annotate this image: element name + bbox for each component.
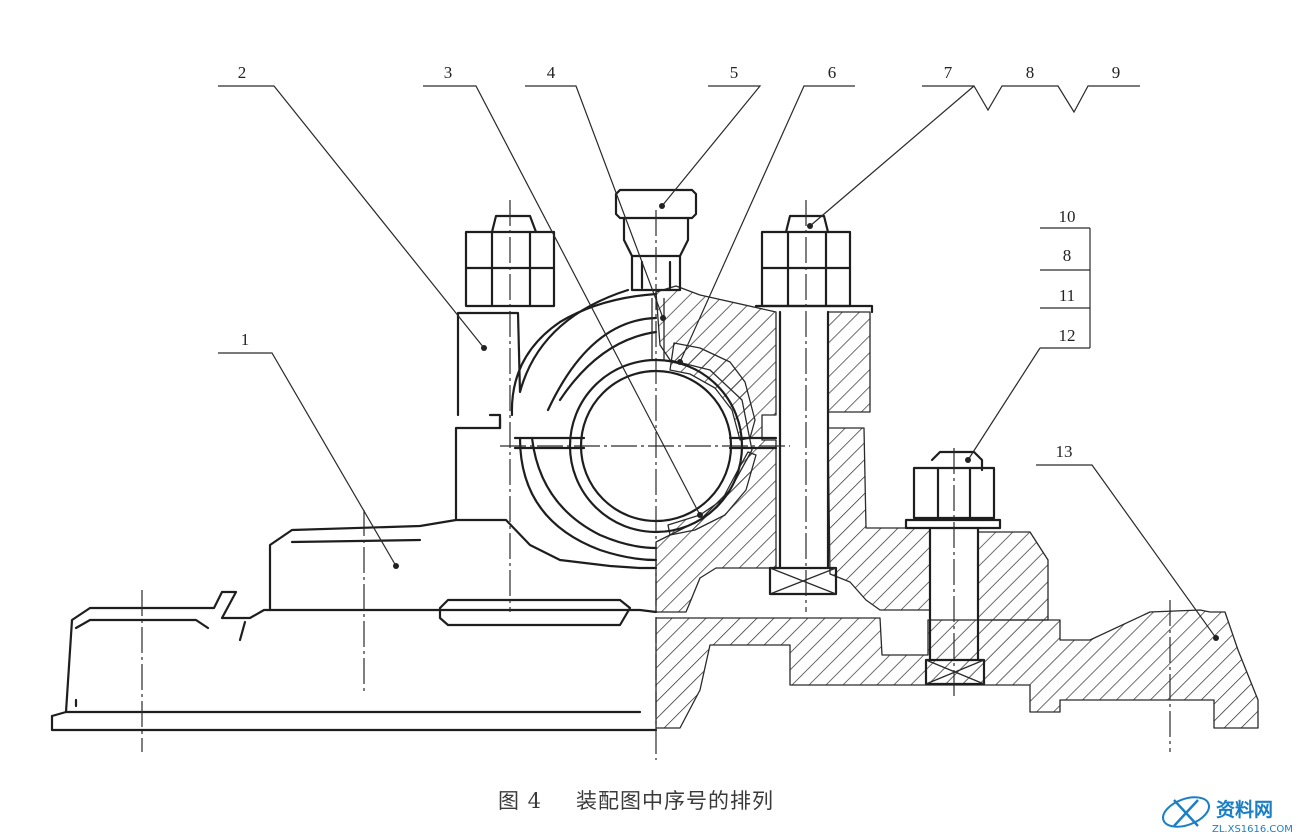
watermark-brand: 资料网 bbox=[1216, 798, 1273, 821]
part-number-4: 4 bbox=[547, 63, 556, 82]
part-number-7: 7 bbox=[944, 63, 953, 82]
part-number-3: 3 bbox=[444, 63, 453, 82]
part-number-6: 6 bbox=[828, 63, 837, 82]
base-bolt bbox=[904, 450, 1002, 686]
watermark-url: ZL.XS1616.COM bbox=[1212, 824, 1293, 835]
part-number-2: 2 bbox=[238, 63, 247, 82]
leader-dots bbox=[393, 203, 1219, 641]
base-outline bbox=[50, 416, 658, 732]
part-number-11: 11 bbox=[1059, 286, 1075, 305]
part-number-10: 10 bbox=[1059, 207, 1076, 226]
part-number-labels: 2 3 4 5 6 7 8 9 10 8 11 12 1 13 bbox=[238, 63, 1121, 461]
part-number-8: 8 bbox=[1026, 63, 1035, 82]
leader-lines bbox=[218, 85, 1217, 639]
part-number-8-stack: 8 bbox=[1063, 246, 1072, 265]
watermark-logo: 资料网 ZL.XS1616.COM bbox=[1162, 796, 1293, 835]
part-number-1: 1 bbox=[241, 330, 250, 349]
part-number-5: 5 bbox=[730, 63, 739, 82]
figure-caption: 图 4 装配图中序号的排列 bbox=[498, 789, 774, 813]
center-lines bbox=[141, 200, 1171, 760]
caption-number: 图 4 bbox=[498, 789, 542, 813]
caption-text: 装配图中序号的排列 bbox=[576, 789, 774, 813]
cross-section-hatching bbox=[655, 285, 1259, 729]
part-number-9: 9 bbox=[1112, 63, 1121, 82]
part-number-12: 12 bbox=[1059, 326, 1076, 345]
part-number-13: 13 bbox=[1056, 442, 1073, 461]
